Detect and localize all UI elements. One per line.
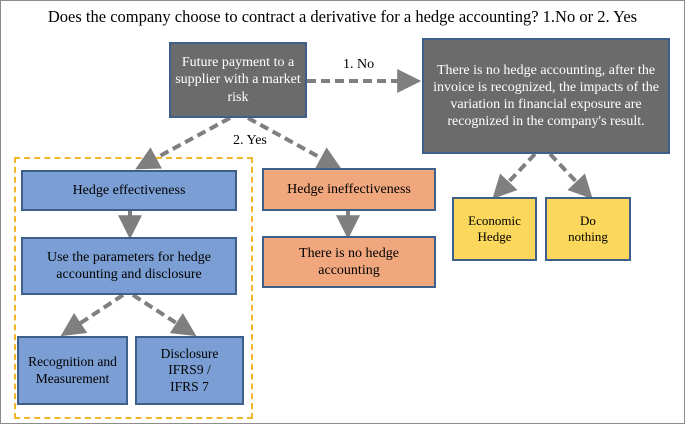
edge-label-no: 1. No [343,57,375,72]
arrow-yes-effectiveness [135,116,231,170]
hedge-accounting-group [14,157,253,419]
arrow-yes-ineffectiveness [247,116,342,170]
arrow-to-recognition [60,293,125,337]
no-hedge-accounting-box: There is no hedge accounting [262,236,436,288]
arrow-to-economic-hedge [492,152,537,200]
no-hedge-accounting-result-box: There is no hedge accounting, after the … [422,38,670,154]
disclosure-box: Disclosure IFRS9 / IFRS 7 [135,336,244,405]
use-parameters-box: Use the parameters for hedge accounting … [21,237,237,295]
hedge-ineffectiveness-box: Hedge ineffectiveness [262,168,436,211]
arrow-to-disclosure [131,293,197,337]
recognition-measurement-box: Recognition and Measurement [17,336,128,405]
economic-hedge-box: Economic Hedge [452,197,537,261]
edge-label-yes: 2. Yes [233,133,267,148]
future-payment-box: Future payment to a supplier with a mark… [169,42,307,118]
hedge-effectiveness-box: Hedge effectiveness [21,170,237,211]
arrow-to-do-nothing [548,152,593,200]
do-nothing-box: Do nothing [545,197,631,261]
diagram-title: Does the company choose to contract a de… [47,7,638,26]
